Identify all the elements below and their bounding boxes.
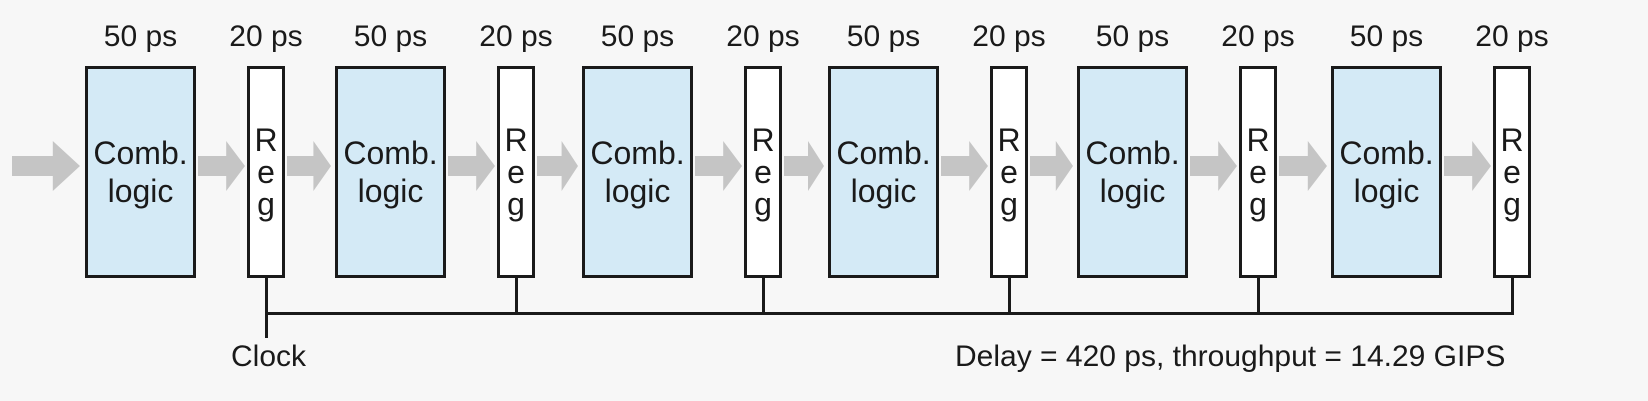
reg-letter: R: [1500, 122, 1524, 158]
reg-to-comb-arrow: [1030, 141, 1073, 191]
reg-letter: R: [504, 122, 528, 158]
clock-stub-wire: [1007, 278, 1011, 314]
clock-input-wire: [264, 312, 268, 338]
comb-logic-block: Comb.logic: [335, 66, 446, 278]
comb-delay-label: 50 ps: [1349, 20, 1424, 53]
delay-throughput-summary: Delay = 420 ps, throughput = 14.29 GIPS: [955, 340, 1506, 373]
reg-letter: e: [257, 154, 275, 190]
comb-label-line1: Comb.: [1085, 135, 1180, 171]
input-arrow: [12, 141, 80, 191]
reg-letter: e: [507, 154, 525, 190]
comb-label-line1: Comb.: [343, 135, 438, 171]
comb-to-reg-arrow: [1190, 141, 1237, 191]
comb-to-reg-arrow: [941, 141, 988, 191]
reg-delay-label: 20 ps: [972, 20, 1046, 53]
comb-logic-block: Comb.logic: [85, 66, 196, 278]
comb-logic-block: Comb.logic: [1077, 66, 1188, 278]
comb-to-reg-arrow: [198, 141, 245, 191]
clock-stub-wire: [514, 278, 518, 314]
comb-delay-label: 50 ps: [103, 20, 178, 53]
comb-label-line1: Comb.: [1339, 135, 1434, 171]
reg-letter: g: [257, 186, 275, 222]
comb-label-line2: logic: [1353, 173, 1420, 209]
reg-to-comb-arrow: [537, 141, 578, 191]
comb-label-line2: logic: [850, 173, 917, 209]
comb-logic-block: Comb.logic: [1331, 66, 1442, 278]
reg-to-comb-arrow: [1279, 141, 1327, 191]
clock-label: Clock: [231, 340, 307, 373]
comb-label-line2: logic: [1099, 173, 1166, 209]
comb-to-reg-arrow: [448, 141, 495, 191]
clock-stub-wire: [1256, 278, 1260, 314]
clock-stub-wire: [264, 278, 268, 314]
comb-label-line1: Comb.: [590, 135, 685, 171]
reg-delay-label: 20 ps: [479, 20, 553, 53]
reg-to-comb-arrow: [784, 141, 824, 191]
reg-letter: R: [254, 122, 278, 158]
comb-delay-label: 50 ps: [1095, 20, 1170, 53]
reg-letter: g: [507, 186, 525, 222]
comb-delay-label: 50 ps: [600, 20, 675, 53]
reg-delay-label: 20 ps: [229, 20, 303, 53]
clock-stub-wire: [761, 278, 765, 314]
comb-to-reg-arrow: [695, 141, 742, 191]
reg-letter: g: [1000, 186, 1018, 222]
comb-label-line2: logic: [357, 173, 424, 209]
clock-stub-wire: [1510, 278, 1514, 314]
comb-to-reg-arrow: [1444, 141, 1491, 191]
comb-label-line1: Comb.: [93, 135, 188, 171]
reg-letter: e: [1503, 154, 1521, 190]
comb-delay-label: 50 ps: [846, 20, 921, 53]
clock-bus-wire: [264, 312, 1514, 315]
reg-to-comb-arrow: [287, 141, 331, 191]
comb-label-line1: Comb.: [836, 135, 931, 171]
reg-delay-label: 20 ps: [726, 20, 800, 53]
reg-delay-label: 20 ps: [1221, 20, 1295, 53]
reg-letter: e: [754, 154, 772, 190]
reg-letter: g: [1503, 186, 1521, 222]
reg-letter: R: [751, 122, 775, 158]
comb-logic-block: Comb.logic: [582, 66, 693, 278]
comb-delay-label: 50 ps: [353, 20, 428, 53]
comb-logic-block: Comb.logic: [828, 66, 939, 278]
comb-label-line2: logic: [107, 173, 174, 209]
reg-letter: R: [997, 122, 1021, 158]
reg-letter: g: [754, 186, 772, 222]
reg-letter: e: [1000, 154, 1018, 190]
reg-letter: R: [1246, 122, 1270, 158]
reg-letter: g: [1249, 186, 1267, 222]
comb-label-line2: logic: [604, 173, 671, 209]
reg-delay-label: 20 ps: [1475, 20, 1549, 53]
reg-letter: e: [1249, 154, 1267, 190]
